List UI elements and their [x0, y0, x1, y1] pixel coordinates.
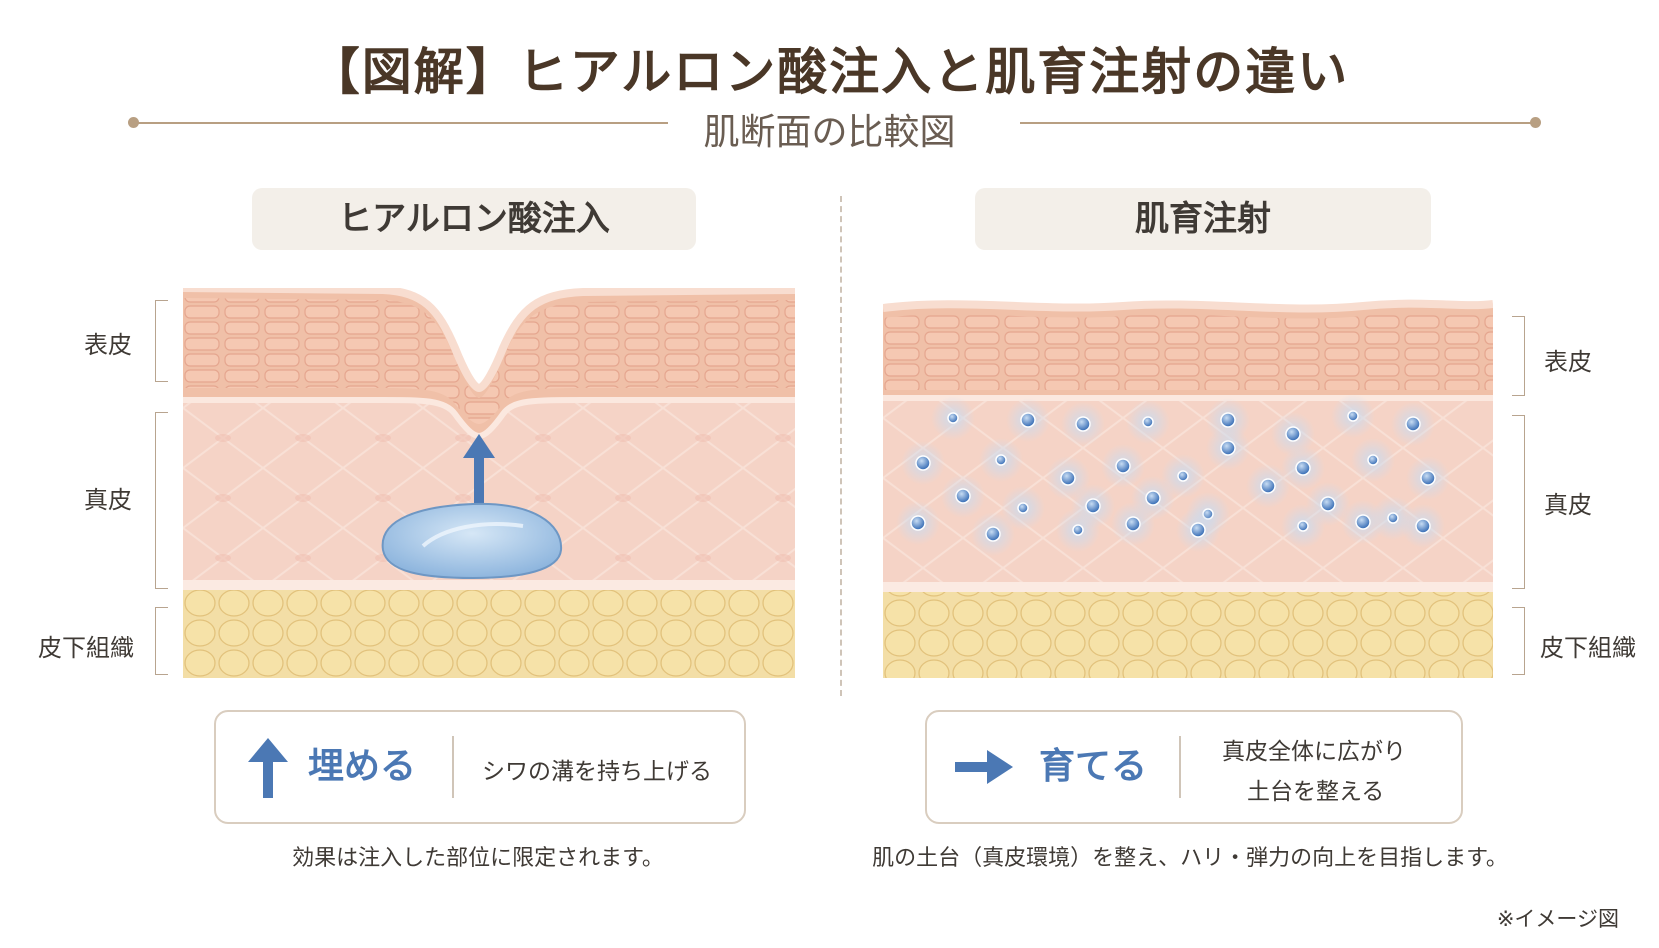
particle — [1295, 460, 1311, 476]
particle — [985, 526, 1001, 542]
particle — [1142, 416, 1154, 428]
right-caption: 肌の土台（真皮環境）を整え、ハリ・弾力の向上を目指します。 — [872, 846, 1508, 871]
particle — [1145, 490, 1161, 506]
particle — [1085, 498, 1101, 514]
left-label-subcutis: 皮下組織 — [38, 634, 134, 662]
particle — [1420, 470, 1436, 486]
image-note: ※イメージ図 — [1496, 907, 1619, 931]
left-bracket-epidermis — [155, 300, 168, 382]
particle — [1177, 470, 1189, 482]
hyaluronic-acid-blob — [381, 502, 563, 580]
right-skin-diagram — [883, 299, 1493, 678]
title-rule-left-dot — [128, 117, 139, 128]
right-card-main: 育てる — [1039, 746, 1148, 787]
particle — [1347, 410, 1359, 422]
particle — [1415, 518, 1431, 534]
left-card-separator — [452, 736, 454, 798]
left-bracket-dermis — [155, 412, 168, 589]
particle — [915, 455, 931, 471]
subtitle: 肌断面の比較図 — [703, 112, 956, 153]
left-bracket-subcutis — [155, 607, 168, 675]
left-card-main: 埋める — [308, 746, 417, 787]
booster-particles — [896, 394, 1450, 556]
particle — [1387, 512, 1399, 524]
particle — [995, 454, 1007, 466]
main-title: 【図解】ヒアルロン酸注入と肌育注射の違い — [309, 43, 1350, 101]
particle — [1355, 514, 1371, 530]
right-bracket-dermis — [1512, 415, 1525, 589]
particle — [1367, 454, 1379, 466]
left-label-dermis: 真皮 — [84, 486, 132, 514]
right-card-desc-line2: 土台を整える — [1247, 779, 1385, 805]
particle — [955, 488, 971, 504]
particle — [1190, 522, 1206, 538]
particle — [1220, 440, 1236, 456]
arrow-right-icon — [955, 750, 1013, 784]
particle — [1297, 520, 1309, 532]
right-bracket-subcutis — [1512, 607, 1525, 675]
right-card-separator — [1179, 736, 1181, 798]
right-effect-card: 育てる 真皮全体に広がり 土台を整える — [925, 710, 1463, 824]
particle — [1320, 496, 1336, 512]
lift-arrow-shaft — [474, 450, 484, 510]
left-skin-diagram — [183, 288, 795, 678]
particle — [947, 412, 959, 424]
right-card-desc-line1: 真皮全体に広がり — [1222, 739, 1406, 765]
left-caption: 効果は注入した部位に限定されます。 — [292, 846, 664, 871]
particle — [1125, 516, 1141, 532]
title-rule-right — [1020, 122, 1535, 124]
right-label-subcutis: 皮下組織 — [1540, 634, 1636, 662]
particle — [1260, 478, 1276, 494]
left-effect-card: 埋める シワの溝を持ち上げる — [214, 710, 746, 824]
particle — [1220, 412, 1236, 428]
left-card-desc: シワの溝を持ち上げる — [482, 759, 712, 785]
right-label-dermis: 真皮 — [1544, 491, 1592, 519]
particle — [1405, 416, 1421, 432]
lift-arrow-head — [463, 434, 495, 458]
arrow-up-icon — [248, 738, 288, 798]
particle — [1075, 416, 1091, 432]
particle — [1285, 426, 1301, 442]
right-label-epidermis: 表皮 — [1544, 348, 1592, 376]
particle — [1020, 412, 1036, 428]
left-label-epidermis: 表皮 — [84, 331, 132, 359]
right-panel-title: 肌育注射 — [975, 188, 1431, 250]
panel-divider — [840, 196, 842, 696]
particle — [1060, 470, 1076, 486]
right-bracket-epidermis — [1512, 316, 1525, 396]
title-rule-left — [133, 122, 668, 124]
particle — [910, 515, 926, 531]
particle — [1017, 502, 1029, 514]
left-panel-title: ヒアルロン酸注入 — [252, 188, 696, 250]
particle — [1072, 524, 1084, 536]
title-rule-right-dot — [1530, 117, 1541, 128]
particle — [1115, 458, 1131, 474]
